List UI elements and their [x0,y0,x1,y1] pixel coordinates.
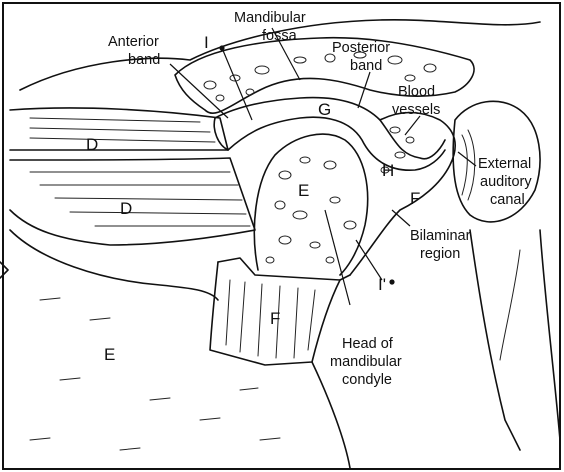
letter-e-condyle: E [298,181,309,200]
label-condyle-3: condyle [342,372,392,388]
letter-f-right: F [410,189,420,208]
label-anterior-band-2: band [128,52,160,68]
label-auditory-canal-3: canal [490,192,525,208]
letter-i-upper: I [204,33,209,52]
marker-dot-i-upper [219,45,224,50]
label-blood-vessels-2: vessels [392,102,440,118]
letter-f-neck: F [270,309,280,328]
label-mandibular-fossa-1: Mandibular [234,10,306,26]
letter-h: H [382,161,394,180]
letter-g: G [318,100,331,119]
letter-i-lower: I' [378,275,386,294]
label-blood-vessels-1: Blood [398,84,435,100]
label-mandibular-fossa-2: fossa [262,28,298,44]
label-posterior-band-2: band [350,58,382,74]
label-bilaminar-region-2: region [420,246,460,262]
figure-frame [3,3,560,469]
label-auditory-canal-2: auditory [480,174,532,190]
label-condyle-2: mandibular [330,354,402,370]
label-auditory-canal-1: External [478,156,531,172]
letter-d-lower: D [120,199,132,218]
letter-e-lower: E [104,345,115,364]
label-anterior-band-1: Anterior [108,34,159,50]
label-condyle-1: Head of [342,336,394,352]
letter-d-upper: D [86,135,98,154]
label-posterior-band-1: Posterior [332,40,390,56]
label-bilaminar-region-1: Bilaminar [410,228,471,244]
marker-dot-i-lower [389,279,394,284]
